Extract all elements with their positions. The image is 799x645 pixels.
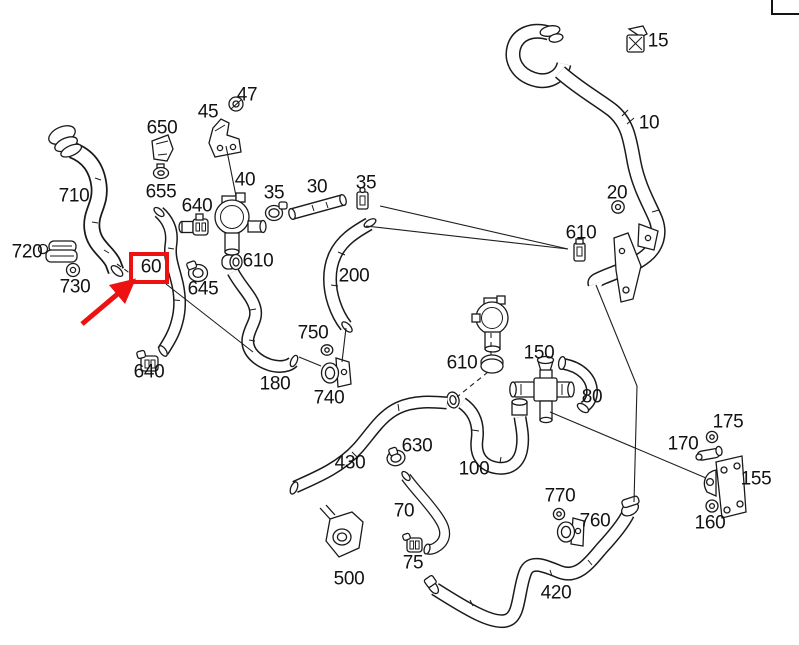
nut-730: [65, 262, 81, 278]
clamp-740: [320, 357, 352, 388]
hose-70: [401, 470, 451, 555]
grommet-655: [152, 163, 170, 180]
hose-430: [289, 395, 448, 495]
bracket-500: [319, 504, 364, 558]
clamp-junction-430: [446, 391, 460, 409]
clamp-610-center: [480, 354, 504, 374]
nut-160: [705, 499, 719, 513]
leader-lines: [116, 145, 707, 503]
pump-40: [214, 192, 267, 256]
clamp-35-left: [264, 201, 288, 222]
bracket-45: [208, 118, 242, 158]
clamp-640-upper: [178, 213, 209, 236]
clamp-170: [695, 445, 723, 461]
hose-60: [153, 206, 186, 357]
bracket-155: [703, 455, 747, 519]
clamp-640-lower: [136, 349, 159, 372]
valve-150: [509, 355, 575, 424]
hose-80: [557, 355, 599, 414]
hose-10: [505, 23, 666, 303]
clamp-35-right: [356, 186, 369, 210]
nut-175: [705, 430, 719, 444]
nut-20: [611, 200, 625, 214]
hose-710: [48, 125, 124, 278]
hose-200: [323, 217, 377, 333]
pump-center: [471, 295, 509, 353]
hose-420: [423, 495, 640, 629]
clamp-720: [37, 240, 78, 263]
grommet-750: [320, 344, 334, 356]
clamp-760: [556, 517, 585, 547]
clamp-630: [386, 446, 406, 467]
bolt-47: [228, 96, 244, 112]
clamp-610-center-left: [221, 253, 243, 271]
clamp-610-top-right: [573, 238, 586, 262]
corner-info-box-partial: ██: [771, 0, 799, 15]
clamp-75: [402, 532, 423, 553]
clamp-645: [186, 260, 209, 283]
nut-770: [552, 507, 566, 521]
hose-30: [288, 193, 347, 221]
bracket-650: [151, 134, 174, 162]
hose-180: [227, 268, 299, 373]
connector-15: [626, 25, 648, 53]
hose-100: [457, 397, 530, 475]
